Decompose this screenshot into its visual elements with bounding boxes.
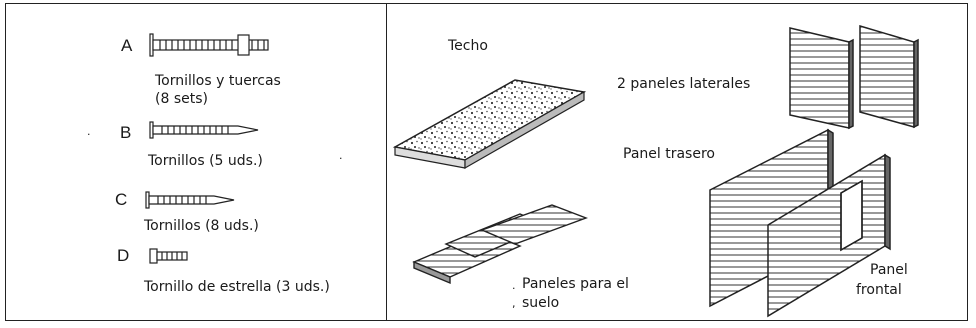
- roof-drawing: [392, 79, 587, 170]
- front-panel-label: Panel: [870, 262, 908, 278]
- stray-mark: .: [512, 279, 516, 292]
- sheet-border: [5, 3, 968, 321]
- bolt-with-nut-icon: [149, 33, 269, 57]
- side-panels-drawing: [789, 24, 919, 130]
- part-a-quantity: (8 sets): [155, 91, 208, 107]
- front-panel-drawing: [767, 153, 891, 318]
- stray-mark: ·: [339, 152, 343, 165]
- star-screw-icon: [149, 248, 188, 264]
- part-d-label: Tornillo de estrella (3 uds.): [144, 279, 330, 295]
- long-screw-icon: [149, 121, 259, 139]
- part-a-label: Tornillos y tuercas: [155, 73, 281, 89]
- part-b-letter: B: [120, 123, 132, 142]
- part-c-letter: C: [115, 190, 128, 209]
- stray-mark: ,: [512, 297, 516, 310]
- floor-panels-drawing: [412, 204, 588, 285]
- part-b-label: Tornillos (5 uds.): [148, 153, 263, 169]
- back-panel-label: Panel trasero: [623, 146, 715, 162]
- roof-label: Techo: [448, 38, 488, 54]
- part-d-letter: D: [117, 246, 130, 265]
- screw-icon: [145, 191, 235, 209]
- part-a-letter: A: [121, 36, 133, 55]
- side-panels-label: 2 paneles laterales: [617, 76, 751, 92]
- column-divider: [386, 3, 387, 321]
- floor-panels-label-line2: suelo: [522, 295, 560, 311]
- stray-mark: ·: [87, 128, 91, 141]
- floor-panels-label: Paneles para el: [522, 276, 629, 292]
- part-c-label: Tornillos (8 uds.): [144, 218, 259, 234]
- front-panel-label-line2: frontal: [856, 282, 902, 298]
